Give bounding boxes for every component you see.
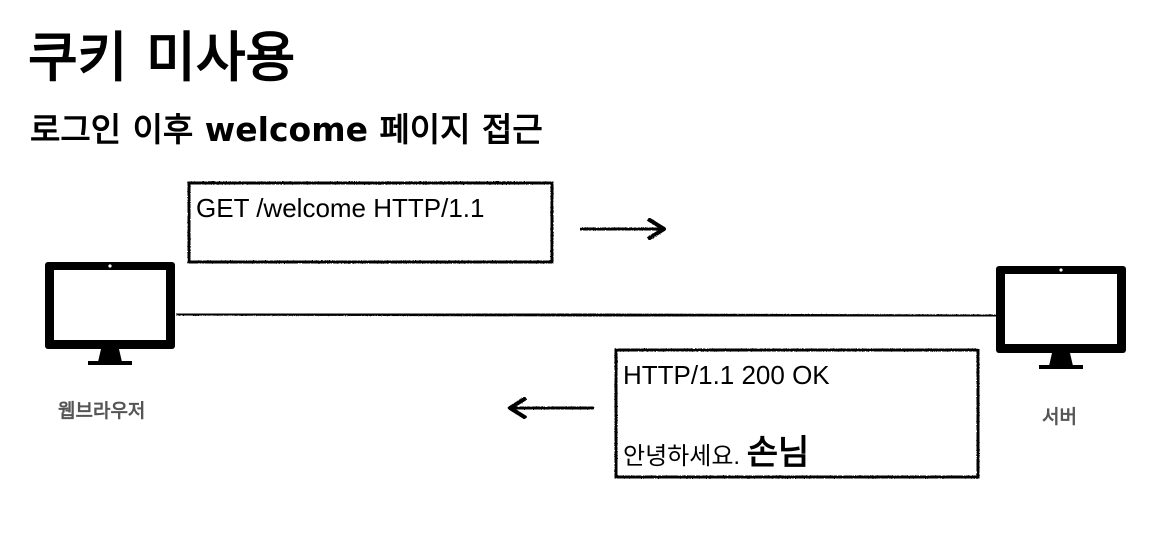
page-subtitle: 로그인 이후 welcome 페이지 접근 bbox=[30, 110, 543, 149]
browser-monitor-icon bbox=[45, 262, 175, 365]
response-status: HTTP/1.1 200 OK bbox=[623, 360, 830, 390]
response-body: 안녕하세요. 손님 bbox=[623, 425, 809, 474]
browser-label: 웹브라우저 bbox=[58, 400, 146, 422]
server-label: 서버 bbox=[1042, 406, 1077, 428]
page-title: 쿠키 미사용 bbox=[28, 26, 296, 89]
request-box bbox=[187, 181, 554, 264]
server-monitor-icon bbox=[996, 266, 1126, 369]
response-arrow bbox=[508, 396, 594, 420]
request-line: GET /welcome HTTP/1.1 bbox=[196, 193, 485, 223]
connection-line bbox=[175, 312, 997, 318]
request-arrow bbox=[580, 217, 666, 241]
response-name: 손님 bbox=[746, 434, 810, 472]
response-greeting: 안녕하세요. bbox=[623, 443, 747, 470]
response-box bbox=[614, 348, 980, 479]
